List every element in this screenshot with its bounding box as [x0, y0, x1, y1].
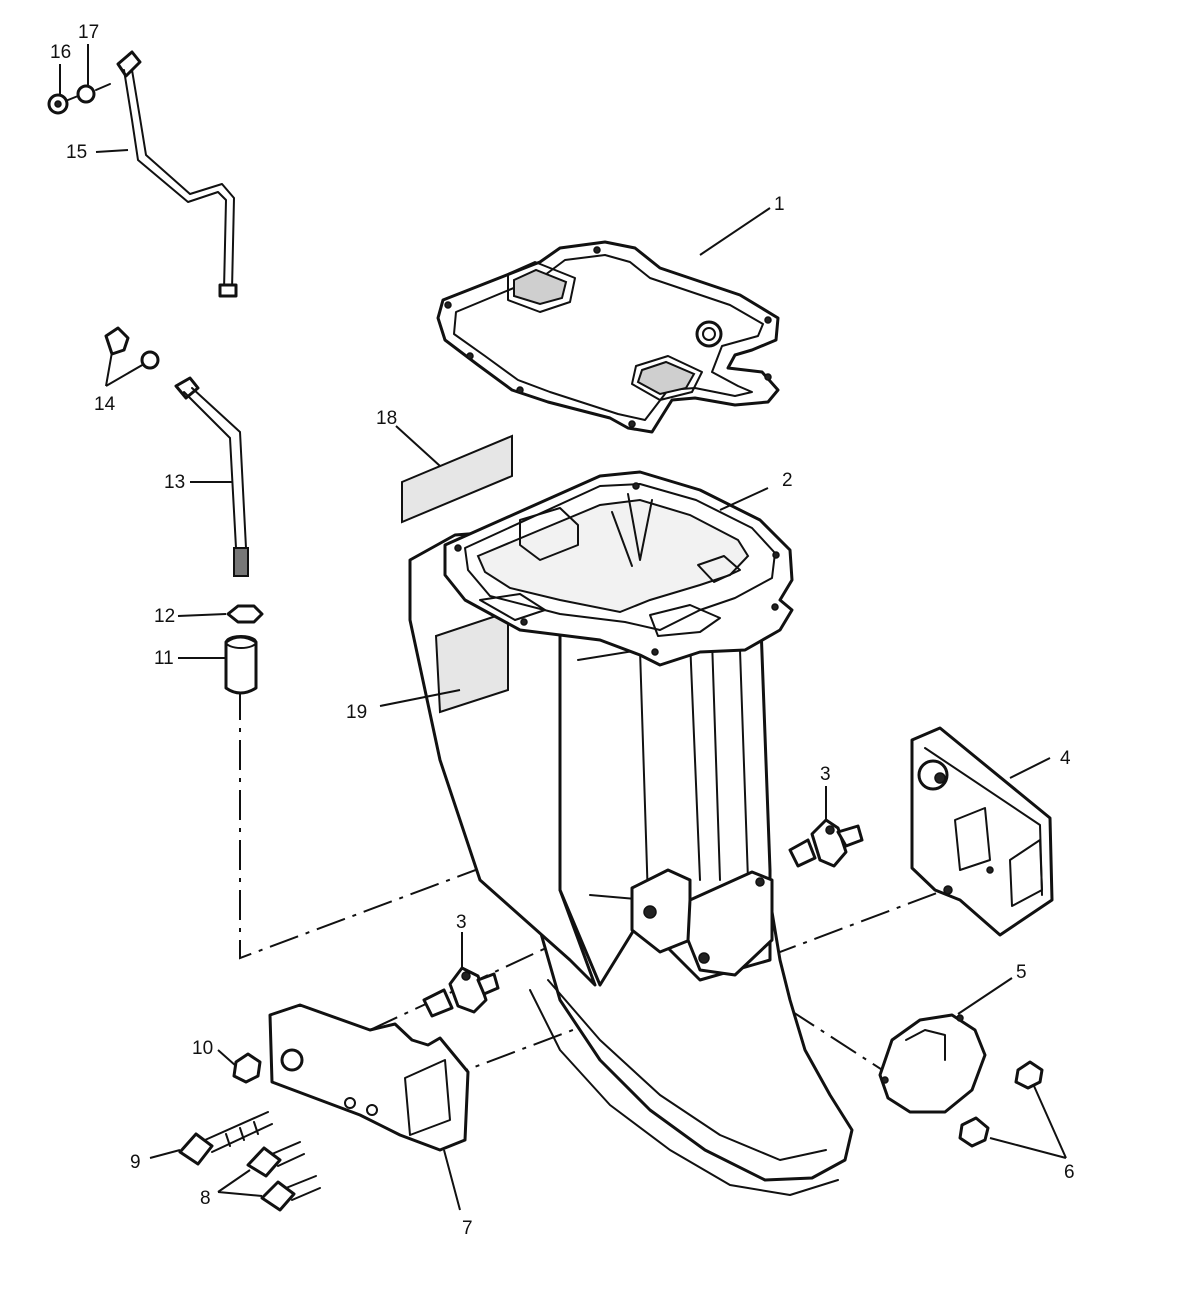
callout-16: 16	[50, 42, 71, 63]
screws-cover	[958, 1060, 1044, 1148]
nut-lower	[232, 1052, 262, 1084]
rubber-mount-left	[422, 966, 500, 1018]
callout-2: 2	[782, 470, 793, 491]
rubber-mount-right	[788, 818, 864, 868]
driveshaft-housing	[408, 470, 854, 1196]
shift-rod-upper	[116, 50, 238, 298]
rod-coupler	[224, 635, 258, 695]
callout-12: 12	[154, 606, 175, 627]
shift-rod-lower	[174, 376, 249, 577]
callout-4: 4	[1060, 748, 1071, 769]
callout-17: 17	[78, 22, 99, 43]
callout-1: 1	[774, 194, 785, 215]
leader-lines	[59, 44, 1067, 1211]
mount-bracket-lower	[268, 1003, 470, 1152]
callout-11: 11	[154, 648, 174, 669]
callout-6: 6	[1064, 1162, 1075, 1183]
callout-9: 9	[130, 1152, 141, 1173]
callout-8: 8	[200, 1188, 211, 1209]
callout-labels: 16 17 15 1 14 18 2 13 12 11 19 3 4 3 5 1…	[50, 22, 1075, 1239]
callout-19: 19	[346, 702, 367, 723]
callout-3-lower: 3	[456, 912, 467, 933]
bolt-long	[178, 1111, 273, 1166]
callout-15: 15	[66, 142, 87, 163]
nut-washer-top	[47, 83, 111, 115]
gasket	[436, 240, 780, 434]
cover-plate	[878, 1013, 987, 1114]
bushing-set	[104, 326, 160, 370]
callout-5: 5	[1016, 962, 1027, 983]
callout-10: 10	[192, 1038, 213, 1059]
callout-7: 7	[462, 1218, 473, 1239]
decal-top	[401, 434, 513, 524]
bolts-short	[246, 1141, 321, 1212]
callout-3-upper: 3	[820, 764, 831, 785]
callout-18: 18	[376, 408, 397, 429]
callout-14: 14	[94, 394, 116, 415]
callout-13: 13	[164, 472, 185, 493]
mount-bracket-upper	[910, 726, 1054, 937]
rod-nut	[226, 604, 264, 624]
